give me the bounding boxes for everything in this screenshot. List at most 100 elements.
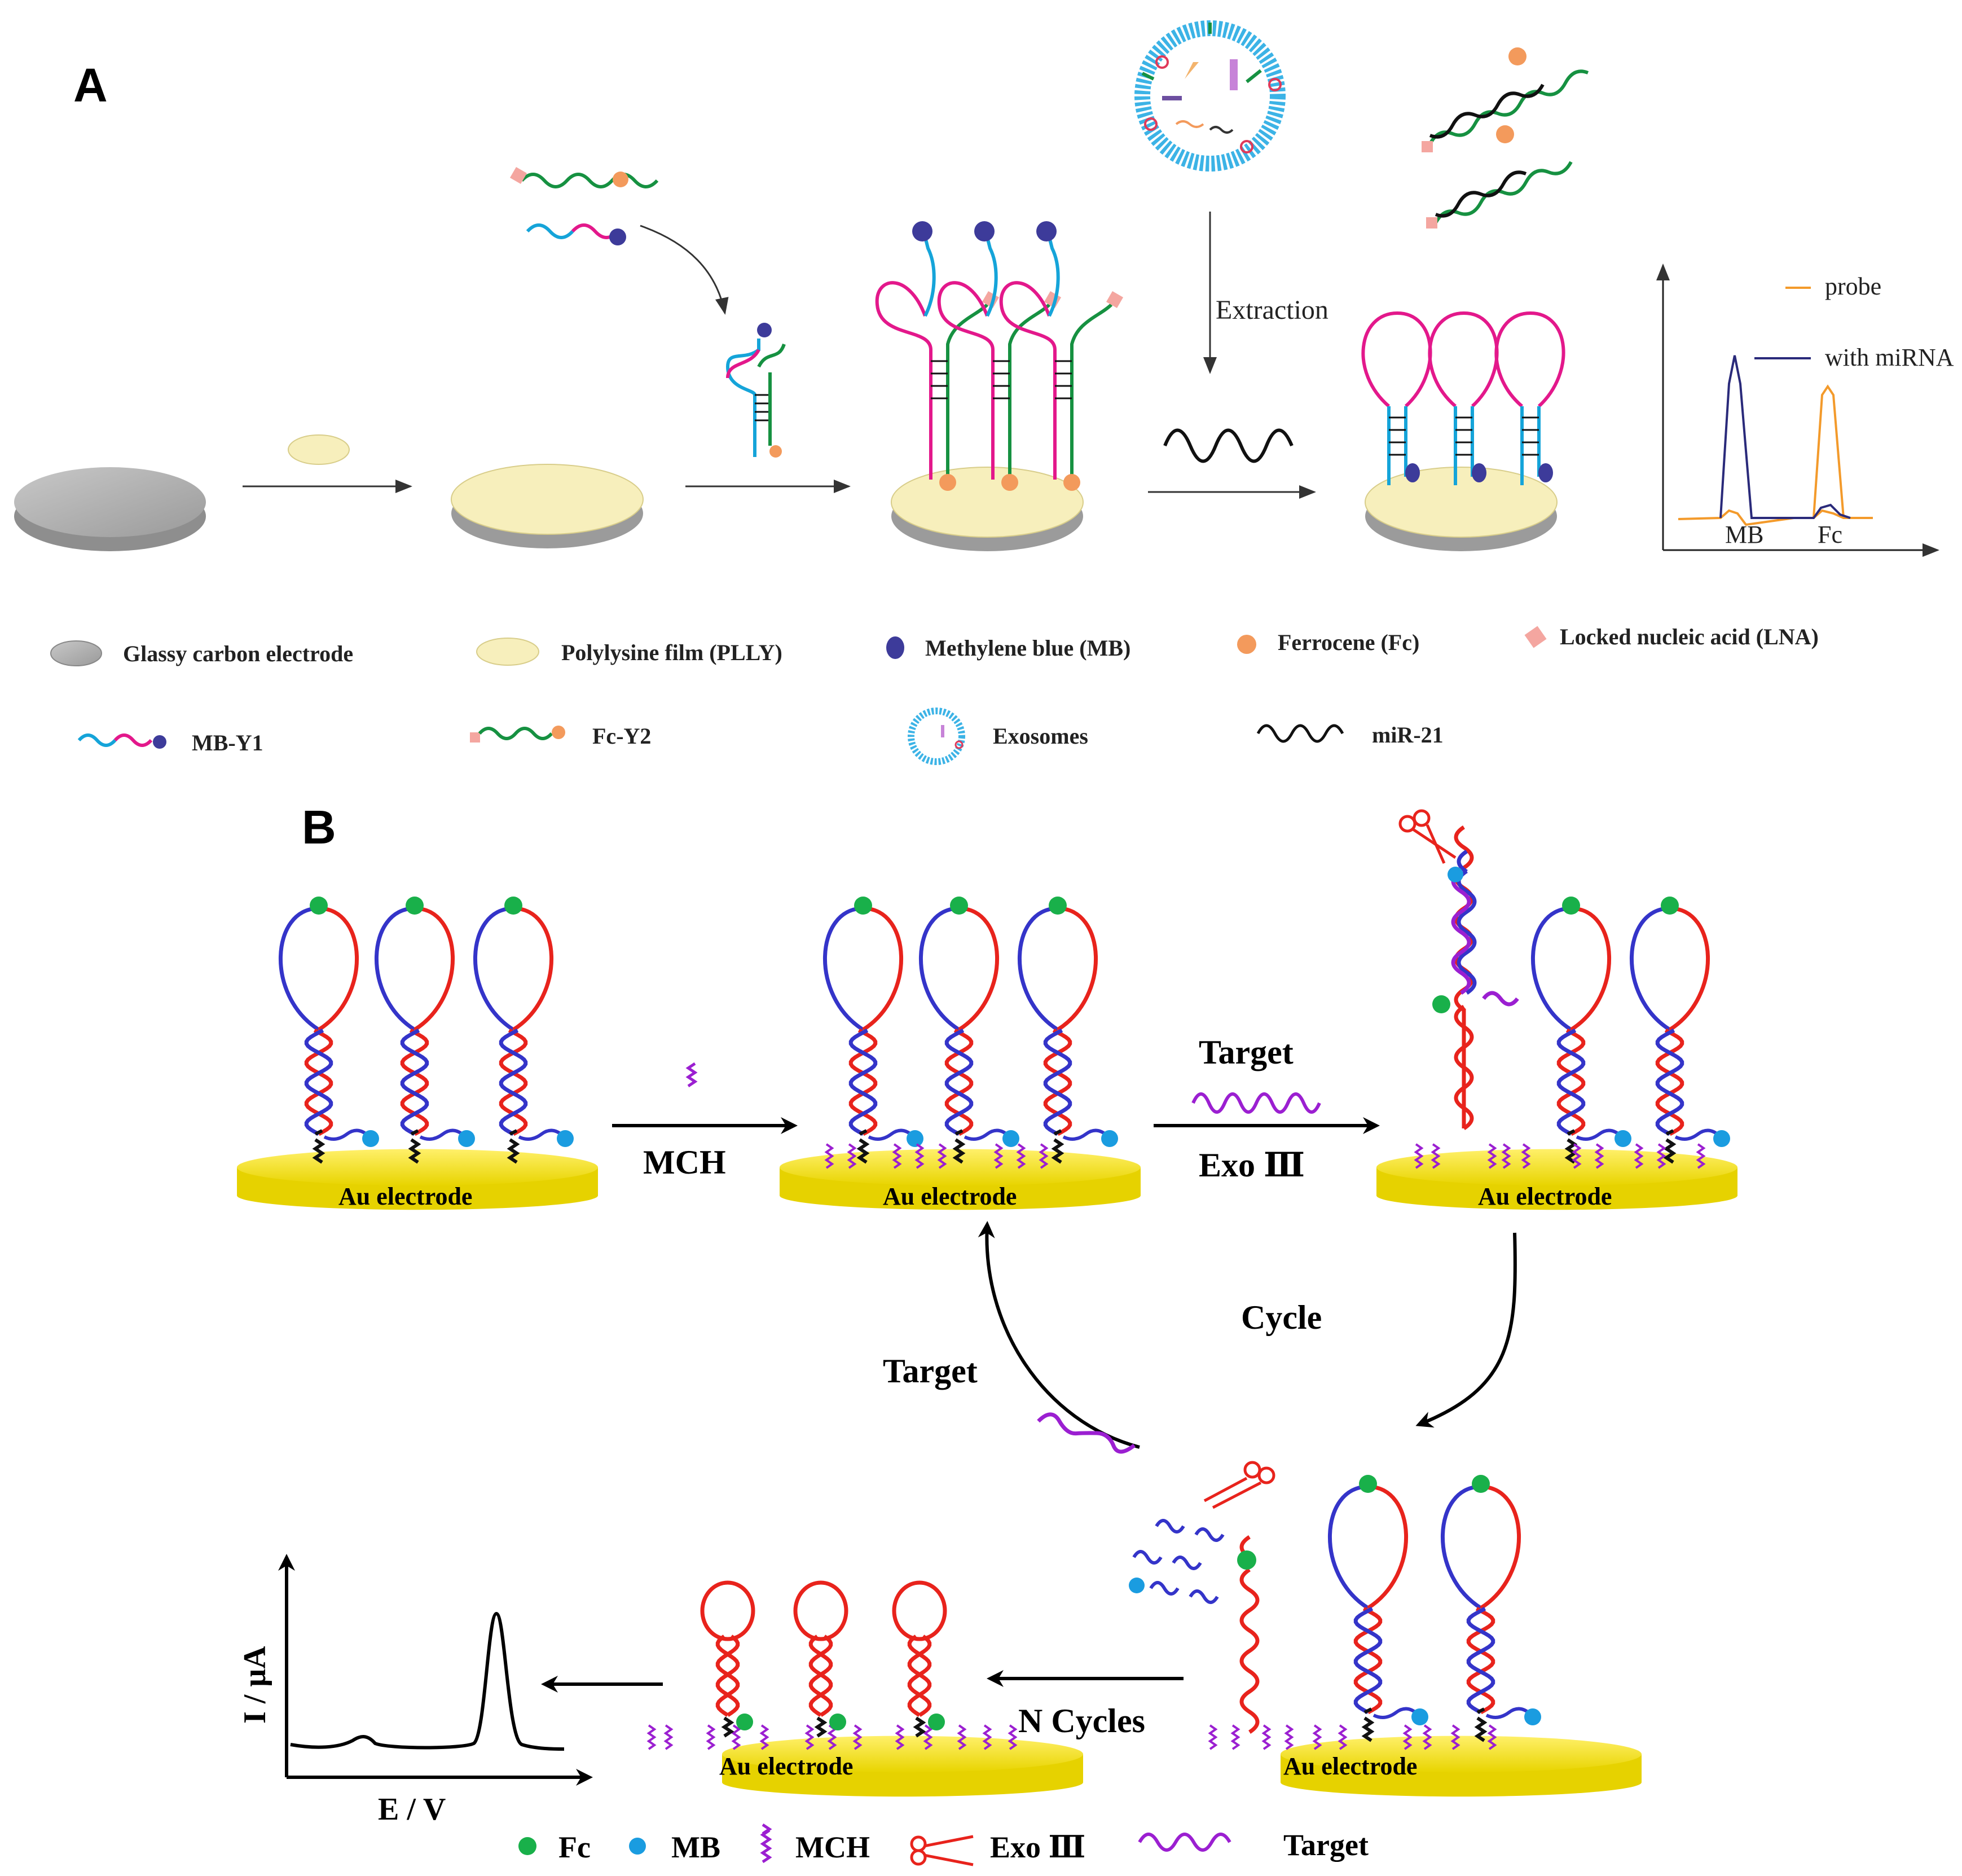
y-probe-fc [1063,474,1080,491]
exo-step-label: Exo Ⅲ [1199,1146,1305,1184]
legend-exosomes-swatch [908,708,965,765]
hairpin-a-loop [1428,311,1499,408]
mch-molecule [1402,1724,1413,1750]
hairpin-fc [1472,1475,1490,1493]
mch-molecule [1487,1143,1497,1169]
thiol-linker [1564,1129,1578,1164]
plly-drop [288,434,350,465]
hairpin-array [1361,311,1565,485]
y-probe-3 [999,221,1124,491]
legend-b-mch-swatch [760,1823,772,1864]
mch-molecule [923,1724,933,1750]
hairpin-probe-8 [1629,897,1730,1164]
plly-electrode-step2 [451,464,644,548]
electrode-with-hairpins [1365,467,1558,551]
released-duplexes [1422,47,1589,229]
y-probe-1 [875,221,1000,491]
glassy-carbon-electrode-step1 [14,467,206,551]
y-probe-mb [974,221,995,241]
mch-molecule [982,1724,992,1750]
final-hairpin-loop [793,1580,848,1641]
hairpin-loop-left [1629,906,1671,1031]
hairpin-loop-right [1570,906,1612,1031]
legend-exosomes-text: Exosomes [993,723,1088,749]
thiol-linker [1474,1707,1488,1742]
mch-molecule [895,1724,905,1750]
hairpin-fc [504,897,522,915]
hairpin-mb [557,1130,574,1147]
final-hairpin-stem-2 [907,1635,932,1717]
hairpin-loop-right [413,906,455,1031]
hairpin-tail [868,1128,916,1141]
hairpin-probe-6 [1017,897,1118,1164]
hairpin-tail [323,1128,371,1141]
released-mb [1129,1578,1145,1593]
legend-b-mb-text: MB [671,1830,720,1864]
legend-mir21-swatch [1256,724,1344,743]
hairpin-loop-right [1367,1484,1409,1610]
final-thiol-linker [913,1716,926,1738]
hairpin-fc [950,897,968,915]
exo-scissors-icon-top [1398,809,1457,864]
legend-plly-swatch [476,638,539,666]
mch-molecule [804,1724,815,1750]
hairpin-tail [1674,1128,1722,1141]
hairpin-mb [1411,1708,1428,1725]
hairpin-loop-left [1017,906,1059,1031]
hairpin-loop-left [374,906,416,1031]
hairpin-stem-blue [848,1028,878,1136]
legend-b-fc-swatch [518,1837,536,1855]
final-fc [829,1714,846,1730]
au-electrode-1 [237,1149,598,1210]
mch-step-label: MCH [643,1144,726,1181]
panel-b-label: B [302,801,336,854]
hairpin-probe-2 [374,897,475,1164]
thiol-linker [952,1129,966,1164]
mch-molecule [706,1724,716,1750]
y-probe-mby1-arm [875,281,932,480]
mch-molecule [852,1724,863,1750]
au-electrode-label-1: Au electrode [338,1183,472,1210]
target-return-arrow [978,1221,1140,1449]
b-plot-y-label: I / μA [237,1646,272,1724]
hairpin-tail [1372,1707,1420,1719]
mch-molecule [1422,1724,1432,1750]
hairpin-tail [419,1128,467,1141]
y-probe-fc [1001,474,1018,491]
panel-a: A [14,20,1954,765]
target-step-label: Target [1199,1034,1294,1071]
legend-fcy2-swatch [470,726,565,743]
legend-mb-text: Methylene blue (MB) [925,635,1130,661]
probe-assembly-arrow [640,225,729,315]
mch-molecule [1572,1143,1582,1169]
folded-fc-hairpins [700,1580,947,1738]
target-strand-icon [1191,1092,1321,1114]
panel-b-voltammogram: I / μA E / V [237,1554,593,1827]
y-probe-cyan-arm [986,236,998,317]
mch-molecule [1230,1724,1240,1750]
hairpin-stem-blue [499,1028,528,1136]
mch-molecule [937,1143,947,1169]
hairpin-stem-blue [304,1028,333,1136]
legend-mir21-text: miR-21 [1372,722,1444,748]
legend-gce-text: Glassy carbon electrode [123,641,353,666]
hairpin-mb [1615,1130,1631,1147]
legend-b-exo-text: Exo Ⅲ [990,1830,1085,1864]
legend-gce-swatch [50,640,102,666]
hairpin-probe-7 [1530,897,1631,1164]
hairpin-stem-red [1556,1028,1586,1136]
hairpin-tail [518,1128,566,1141]
y-probe-fcy2-arm [1070,303,1113,480]
hairpin-mb [1524,1708,1541,1725]
hairpin-probes [278,897,1730,1742]
mch-molecule [1008,1724,1018,1750]
final-hairpin-loop [700,1580,755,1641]
thiol-linker [312,1129,325,1164]
thiol-linker [856,1129,870,1164]
au-electrode-top [780,1149,1141,1186]
legend-b-mb-swatch [629,1838,646,1855]
probe-peak [1813,384,1845,519]
au-electrode-top [1376,1149,1737,1186]
hairpin-tail [1576,1128,1624,1141]
y-structure-small [725,323,786,458]
